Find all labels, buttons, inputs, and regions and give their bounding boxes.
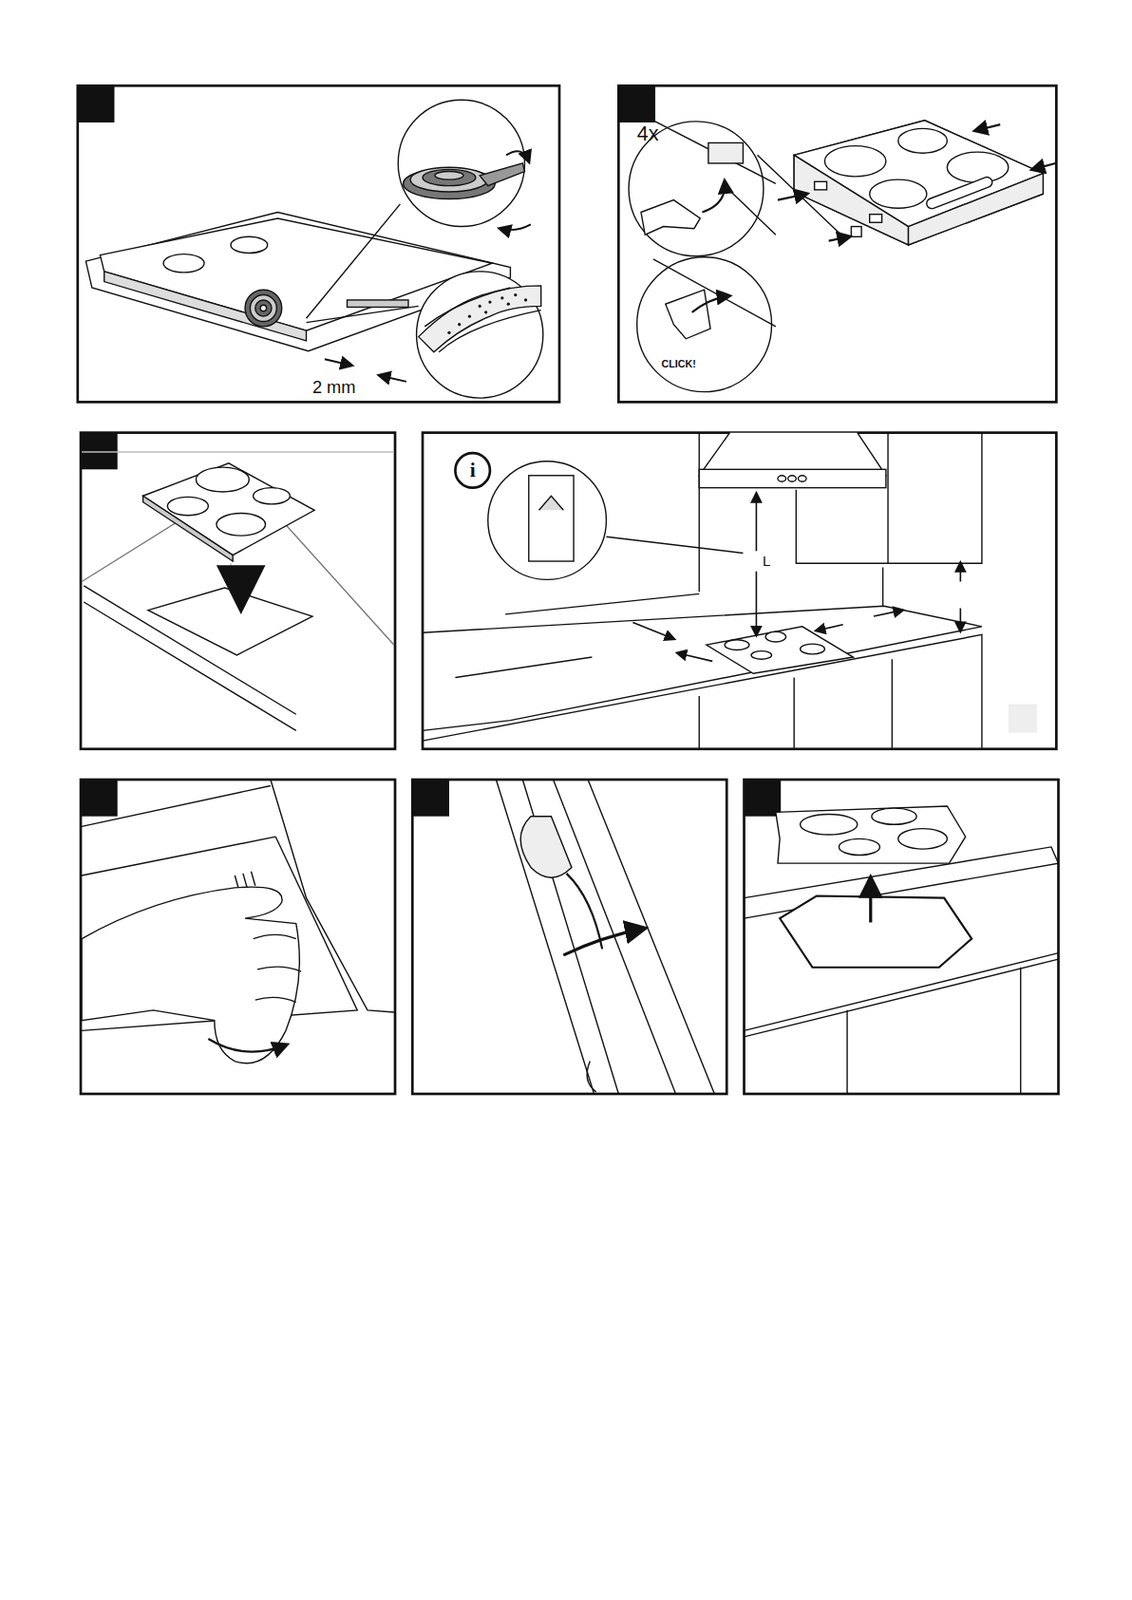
quantity-label: 4x bbox=[637, 124, 660, 146]
click-label: CLICK! bbox=[660, 358, 696, 370]
dimension-label: 2 mm bbox=[312, 378, 357, 397]
distance-label: L bbox=[762, 553, 771, 568]
info-icon-letter: i bbox=[470, 460, 476, 482]
